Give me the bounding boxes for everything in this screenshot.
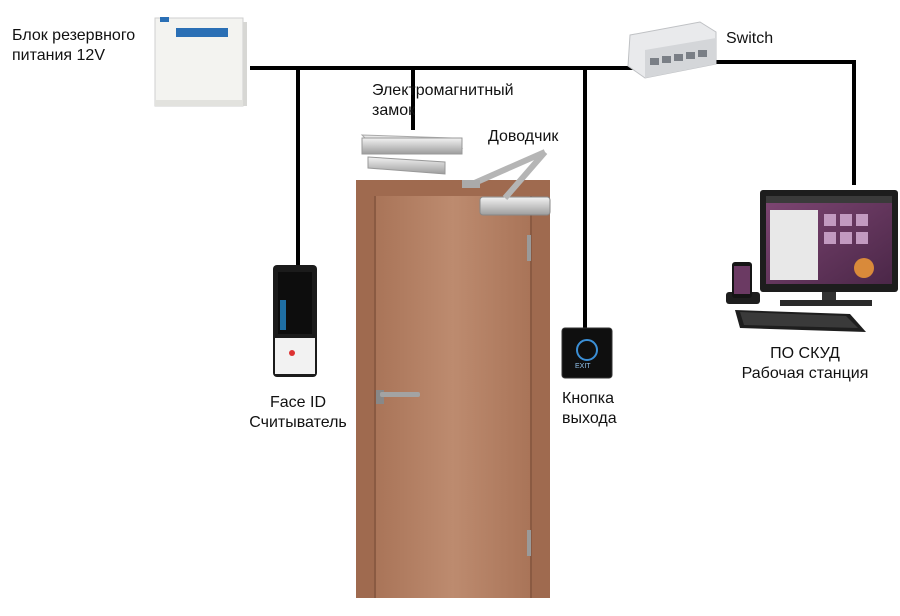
psu-label-line1: Блок резервного: [12, 27, 136, 44]
exit-button-label-line2: выхода: [562, 410, 617, 427]
door: [356, 180, 550, 598]
psu-label: Блок резервного питания 12V: [12, 26, 135, 66]
maglock-label-line2: замок: [372, 102, 416, 119]
closer-label: Доводчик: [488, 128, 559, 145]
psu-label-line2: питания 12V: [12, 47, 105, 64]
workstation-label: ПО СКУД Рабочая станция: [730, 344, 880, 384]
network-switch: [627, 21, 717, 79]
reader-label: Face ID Считыватель: [238, 393, 358, 433]
electromagnetic-lock: [360, 134, 464, 175]
reader-label-line2: Считыватель: [249, 414, 347, 431]
workstation-label-line2: Рабочая станция: [741, 365, 869, 382]
psu-box: [154, 17, 247, 107]
monitor: [760, 190, 898, 306]
face-id-reader: [273, 265, 317, 377]
maglock-label: Электромагнитный замок: [372, 81, 514, 121]
reader-label-line1: Face ID: [269, 394, 326, 411]
exit-button-text: EXIT: [575, 363, 591, 370]
exit-button-label: Кнопка выхода: [562, 389, 617, 429]
exit-button: [561, 327, 613, 379]
keyboard: [735, 310, 866, 332]
maglock-label-line1: Электромагнитный: [372, 82, 514, 99]
exit-button-label-line1: Кнопка: [562, 390, 614, 407]
switch-label: Switch: [726, 30, 774, 47]
door-handle: [376, 390, 420, 404]
smartphone-dock: [726, 262, 760, 304]
door-closer: [462, 149, 551, 216]
workstation: [726, 190, 898, 332]
workstation-label-line1: ПО СКУД: [770, 345, 840, 362]
